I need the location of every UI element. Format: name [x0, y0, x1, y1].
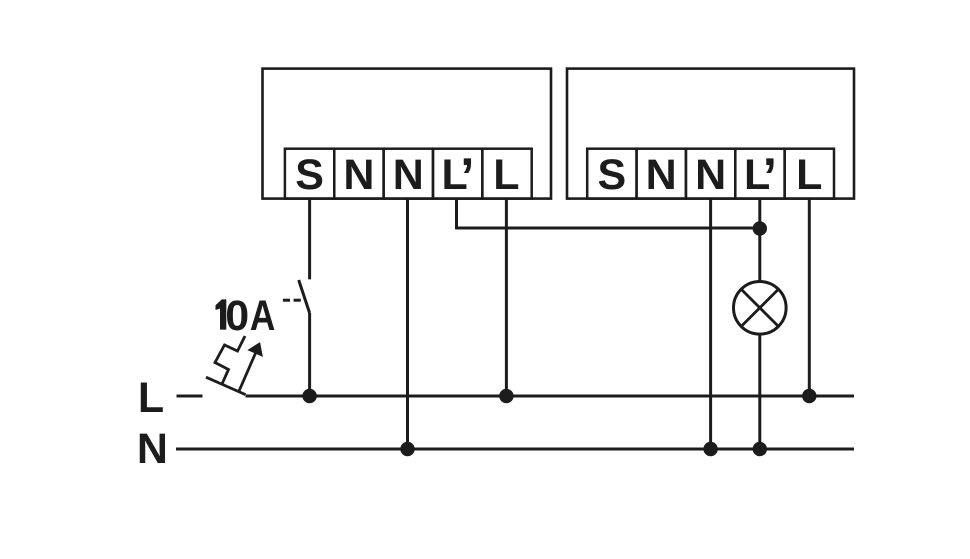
svg-text:’: ’: [460, 148, 474, 206]
svg-text:N: N: [646, 151, 677, 199]
svg-text:S: S: [295, 151, 324, 199]
svg-text:N: N: [393, 151, 424, 199]
svg-text:L: L: [796, 151, 822, 199]
svg-text:N: N: [137, 425, 168, 473]
svg-text:L: L: [138, 374, 164, 422]
svg-text:0: 0: [225, 292, 249, 340]
svg-text:S: S: [598, 151, 627, 199]
svg-text:N: N: [695, 151, 726, 199]
svg-text:L: L: [442, 151, 468, 199]
svg-text:L: L: [493, 151, 519, 199]
svg-text:’: ’: [763, 148, 777, 206]
svg-text:L: L: [744, 151, 770, 199]
svg-text:N: N: [343, 151, 374, 199]
svg-text:A: A: [250, 292, 275, 340]
